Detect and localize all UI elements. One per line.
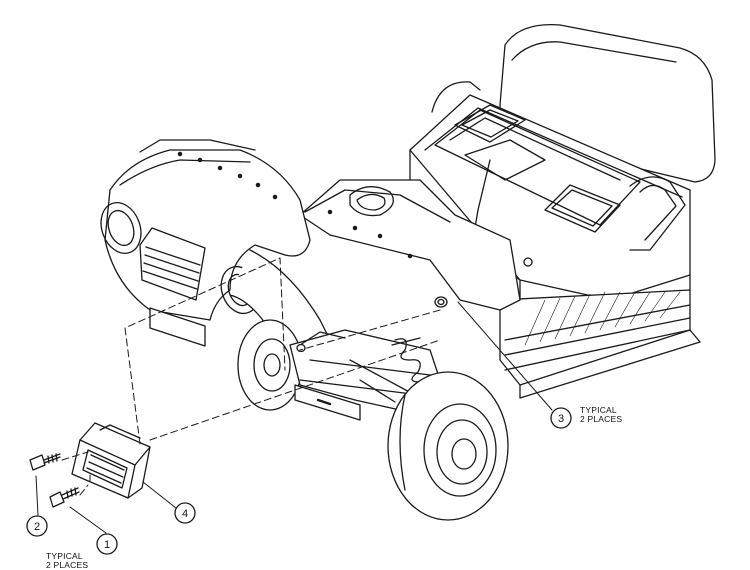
callout-1-label: 1 [104,539,110,551]
floor-mat-hatching [524,291,681,346]
callout-1-note-line1: TYPICAL [46,551,83,561]
callout-1-note: TYPICAL 2 PLACES [46,552,88,570]
callout-2-label: 2 [34,521,40,533]
callout-3: 3 [550,407,572,429]
bumper-bracket [71,422,151,499]
dash-cowl [299,179,533,311]
callout-2: 2 [26,515,48,537]
front-cowl [100,139,413,347]
screw-1 [49,487,80,508]
nut-3 [296,296,448,353]
callout-1-note-line2: 2 PLACES [46,560,89,570]
screw-2 [29,453,61,471]
callout-3-label: 3 [558,413,564,425]
callout-4: 4 [174,502,196,524]
callout-3-note: TYPICAL 2 PLACES [580,406,622,424]
callout-leaders [35,301,553,534]
callout-3-note-line2: 2 PLACES [580,414,623,424]
assembly-leaders [61,257,441,496]
right-front-wheel [387,371,509,521]
callout-3-note-line1: TYPICAL [580,405,617,415]
left-front-wheel [237,319,303,411]
callout-1: 1 [96,533,118,555]
callout-4-label: 4 [182,508,188,520]
